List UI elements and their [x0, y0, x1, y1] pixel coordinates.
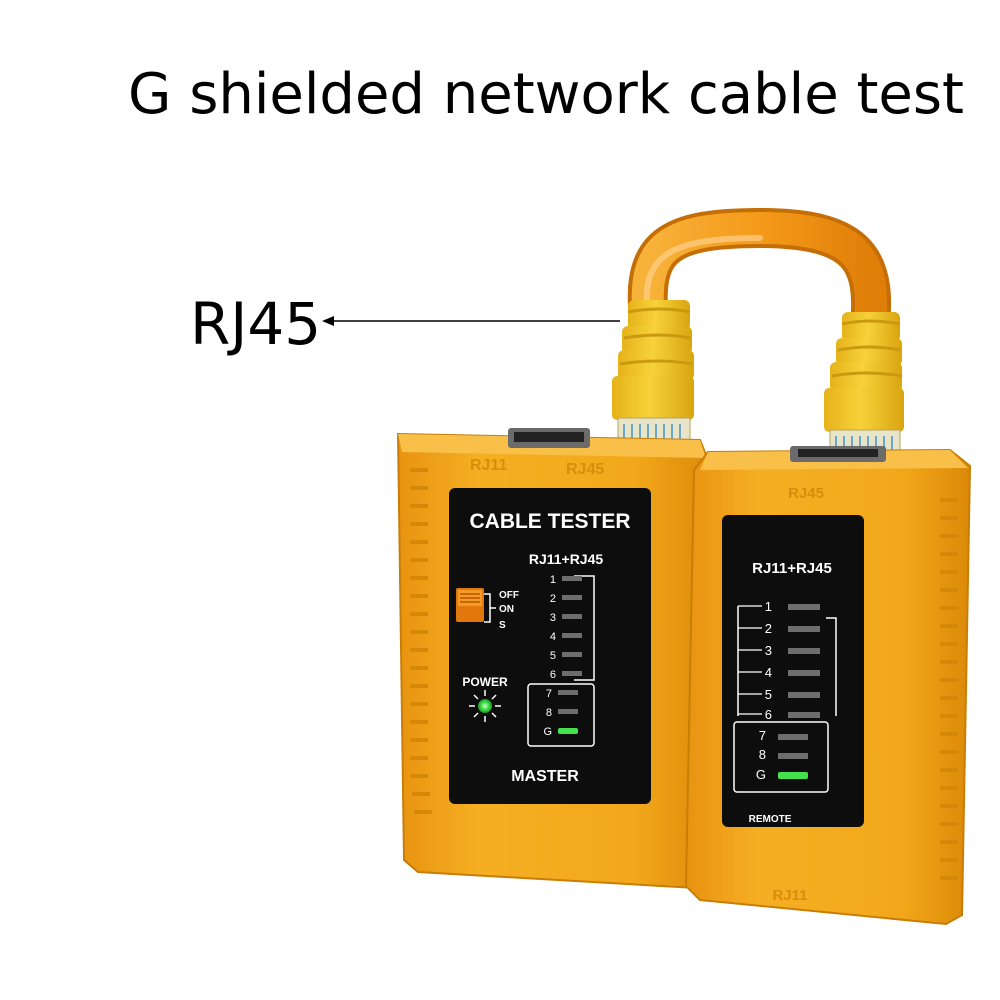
remote-rj11-emboss: RJ11 [772, 887, 807, 904]
master-footer: MASTER [511, 768, 579, 785]
remote-pin-label: G [756, 767, 766, 782]
remote-pin-led [788, 648, 820, 654]
master-pin-label: 2 [550, 593, 556, 605]
master-pin-label: 1 [550, 574, 556, 586]
rj45-plug-left [612, 300, 694, 445]
master-pin-led [558, 709, 578, 714]
master-pin-label: 3 [550, 612, 556, 624]
master-pin-led [558, 690, 578, 695]
remote-panel-subtitle: RJ11+RJ45 [752, 560, 832, 577]
patch-cable [627, 207, 891, 360]
master-pin-label: 5 [550, 650, 556, 662]
remote-pin-led-lit [778, 772, 808, 779]
remote-side-ribs [940, 498, 958, 880]
master-pin-led [562, 595, 582, 600]
master-pin-led [562, 614, 582, 619]
remote-pin-label: 3 [765, 643, 772, 658]
master-pin-label: 6 [550, 669, 556, 681]
rj45-plug-right [824, 312, 904, 457]
switch-label-on: ON [499, 604, 514, 615]
power-led-icon [469, 690, 501, 722]
master-pin-label: 7 [546, 688, 552, 700]
remote-pin-led [788, 692, 820, 698]
remote-pin-label: 4 [765, 665, 772, 680]
master-panel-subtitle: RJ11+RJ45 [529, 551, 604, 567]
switch-bracket [484, 593, 496, 623]
master-pin-led [562, 633, 582, 638]
master-pin-label: G [543, 726, 552, 738]
remote-pin-led [788, 712, 820, 718]
master-pin-led [562, 576, 582, 581]
remote-pin-led [778, 753, 808, 759]
power-switch[interactable] [456, 588, 484, 622]
master-panel-title: CABLE TESTER [469, 510, 630, 533]
master-rj45-emboss: RJ45 [566, 461, 604, 478]
master-pin-led [562, 671, 582, 676]
remote-pin-led [788, 626, 820, 632]
master-panel [449, 488, 651, 804]
master-pin-label: 4 [550, 631, 556, 643]
master-side-ribs [410, 468, 432, 814]
power-label: POWER [462, 675, 508, 689]
switch-label-s: S [499, 620, 506, 631]
remote-pin-led [788, 670, 820, 676]
master-pin-led [562, 652, 582, 657]
remote-pin-led [778, 734, 808, 740]
remote-pin-label: 1 [765, 599, 772, 614]
rj45-callout-label: RJ45 [190, 290, 322, 358]
master-unit: RJ11 RJ45 CABLE TESTER RJ11+RJ45 OFF ON … [396, 428, 714, 890]
master-rj11-emboss: RJ11 [470, 457, 507, 474]
remote-pin-label: 8 [759, 747, 766, 762]
callout-arrow [322, 316, 620, 326]
remote-rj45-emboss: RJ45 [788, 485, 824, 502]
remote-pin-label: 5 [765, 687, 772, 702]
remote-pin-label: 6 [765, 707, 772, 722]
remote-pin-label: 7 [759, 728, 766, 743]
remote-pin-label: 2 [765, 621, 772, 636]
remote-footer: REMOTE [749, 814, 792, 825]
master-pin-led-lit [558, 728, 578, 734]
remote-pin-led [788, 604, 820, 610]
remote-unit: RJ45 RJ11 RJ11+RJ45 1 2 3 4 5 6 [684, 446, 972, 926]
master-pin-label: 8 [546, 707, 552, 719]
switch-label-off: OFF [499, 590, 519, 601]
page-title: G shielded network cable test [128, 62, 965, 127]
